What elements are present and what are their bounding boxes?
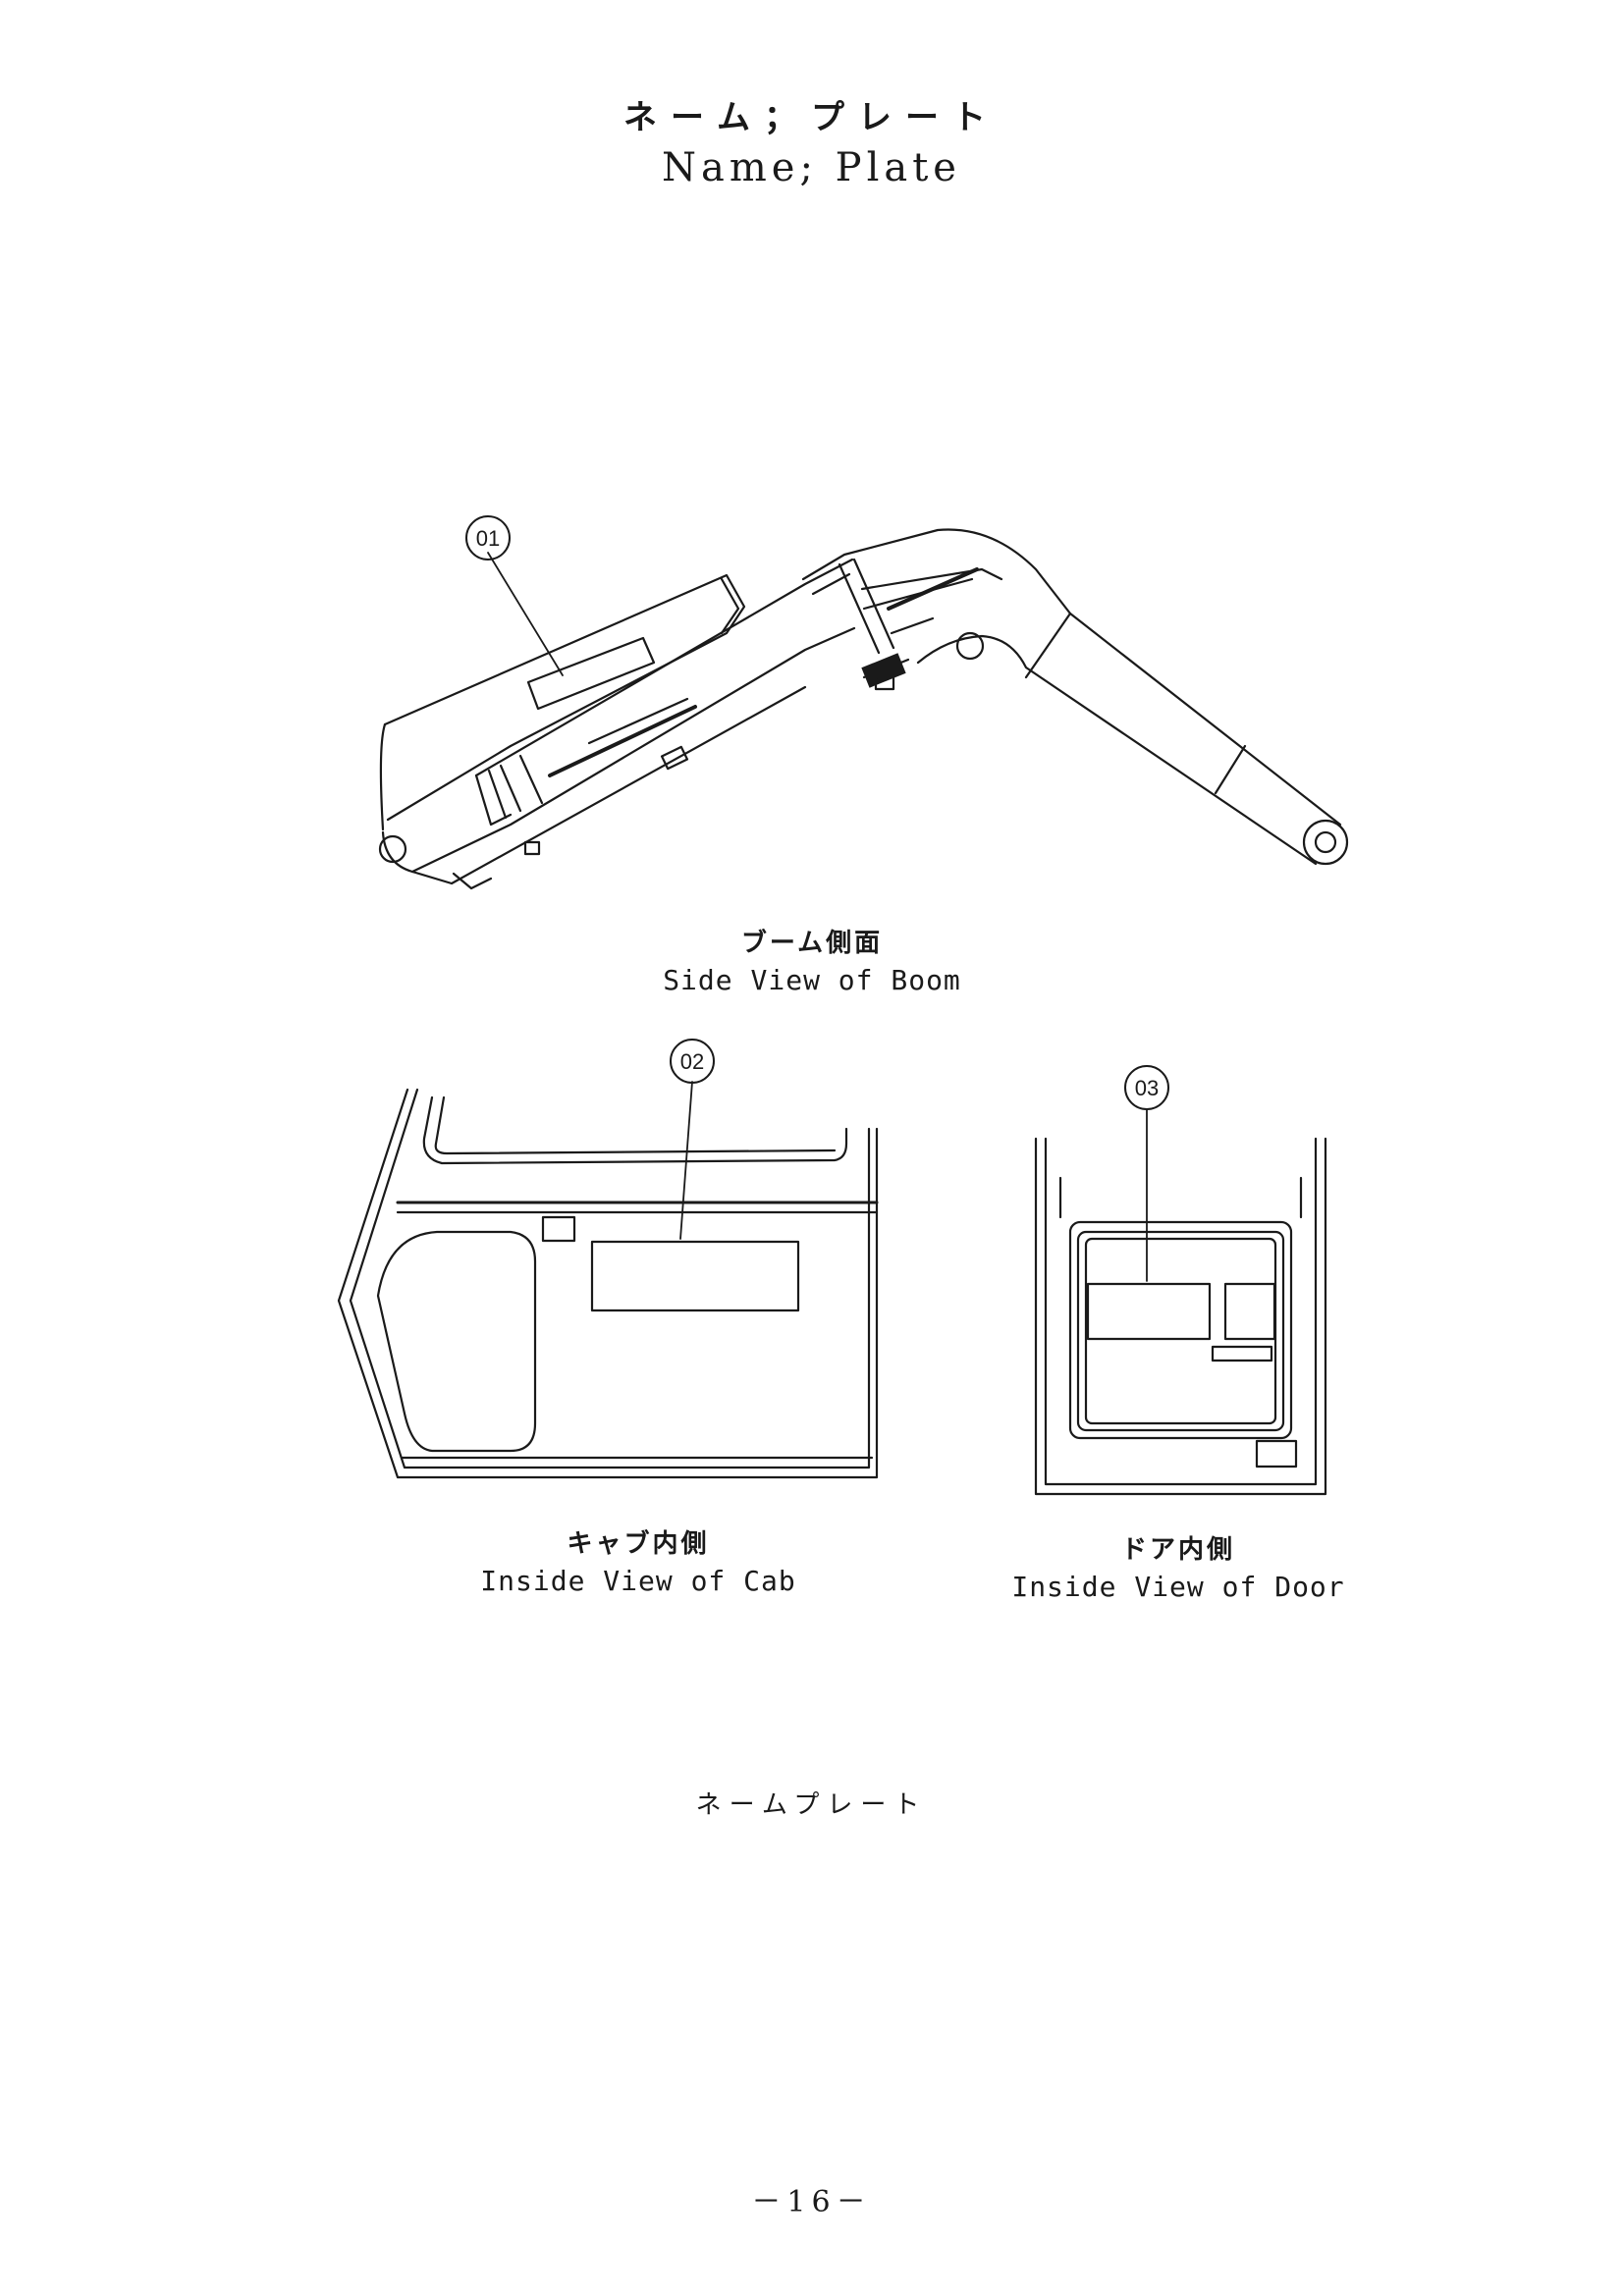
callout-02: 02 <box>670 1039 715 1084</box>
callout-02-label: 02 <box>680 1049 704 1074</box>
cab-caption-en: Inside View of Cab <box>480 1565 796 1597</box>
boom-caption-en: Side View of Boom <box>663 964 961 996</box>
door-caption-jp: ドア内側 <box>1120 1535 1235 1565</box>
page-number: －16－ <box>751 2185 872 2219</box>
plate-03-outline <box>1086 1282 1212 1341</box>
cab-caption-jp: キャブ内側 <box>567 1529 710 1559</box>
door-drawing <box>1034 1108 1327 1496</box>
callout-03-label: 03 <box>1135 1076 1159 1100</box>
cab-drawing <box>337 1081 879 1479</box>
page-title-en: Name; Plate <box>662 145 961 190</box>
boom-drawing <box>378 528 1349 890</box>
door-caption-en: Inside View of Door <box>1011 1571 1345 1603</box>
boom-caption-jp: ブーム側面 <box>740 929 884 958</box>
plate-02-outline <box>590 1240 800 1312</box>
page-title-jp: ネーム；プレート <box>623 98 1000 137</box>
callout-03: 03 <box>1124 1065 1169 1110</box>
callout-01: 01 <box>465 515 511 561</box>
footer-label: ネームプレート <box>695 1790 928 1820</box>
callout-01-label: 01 <box>476 526 500 551</box>
plate-01-outline <box>526 636 656 711</box>
